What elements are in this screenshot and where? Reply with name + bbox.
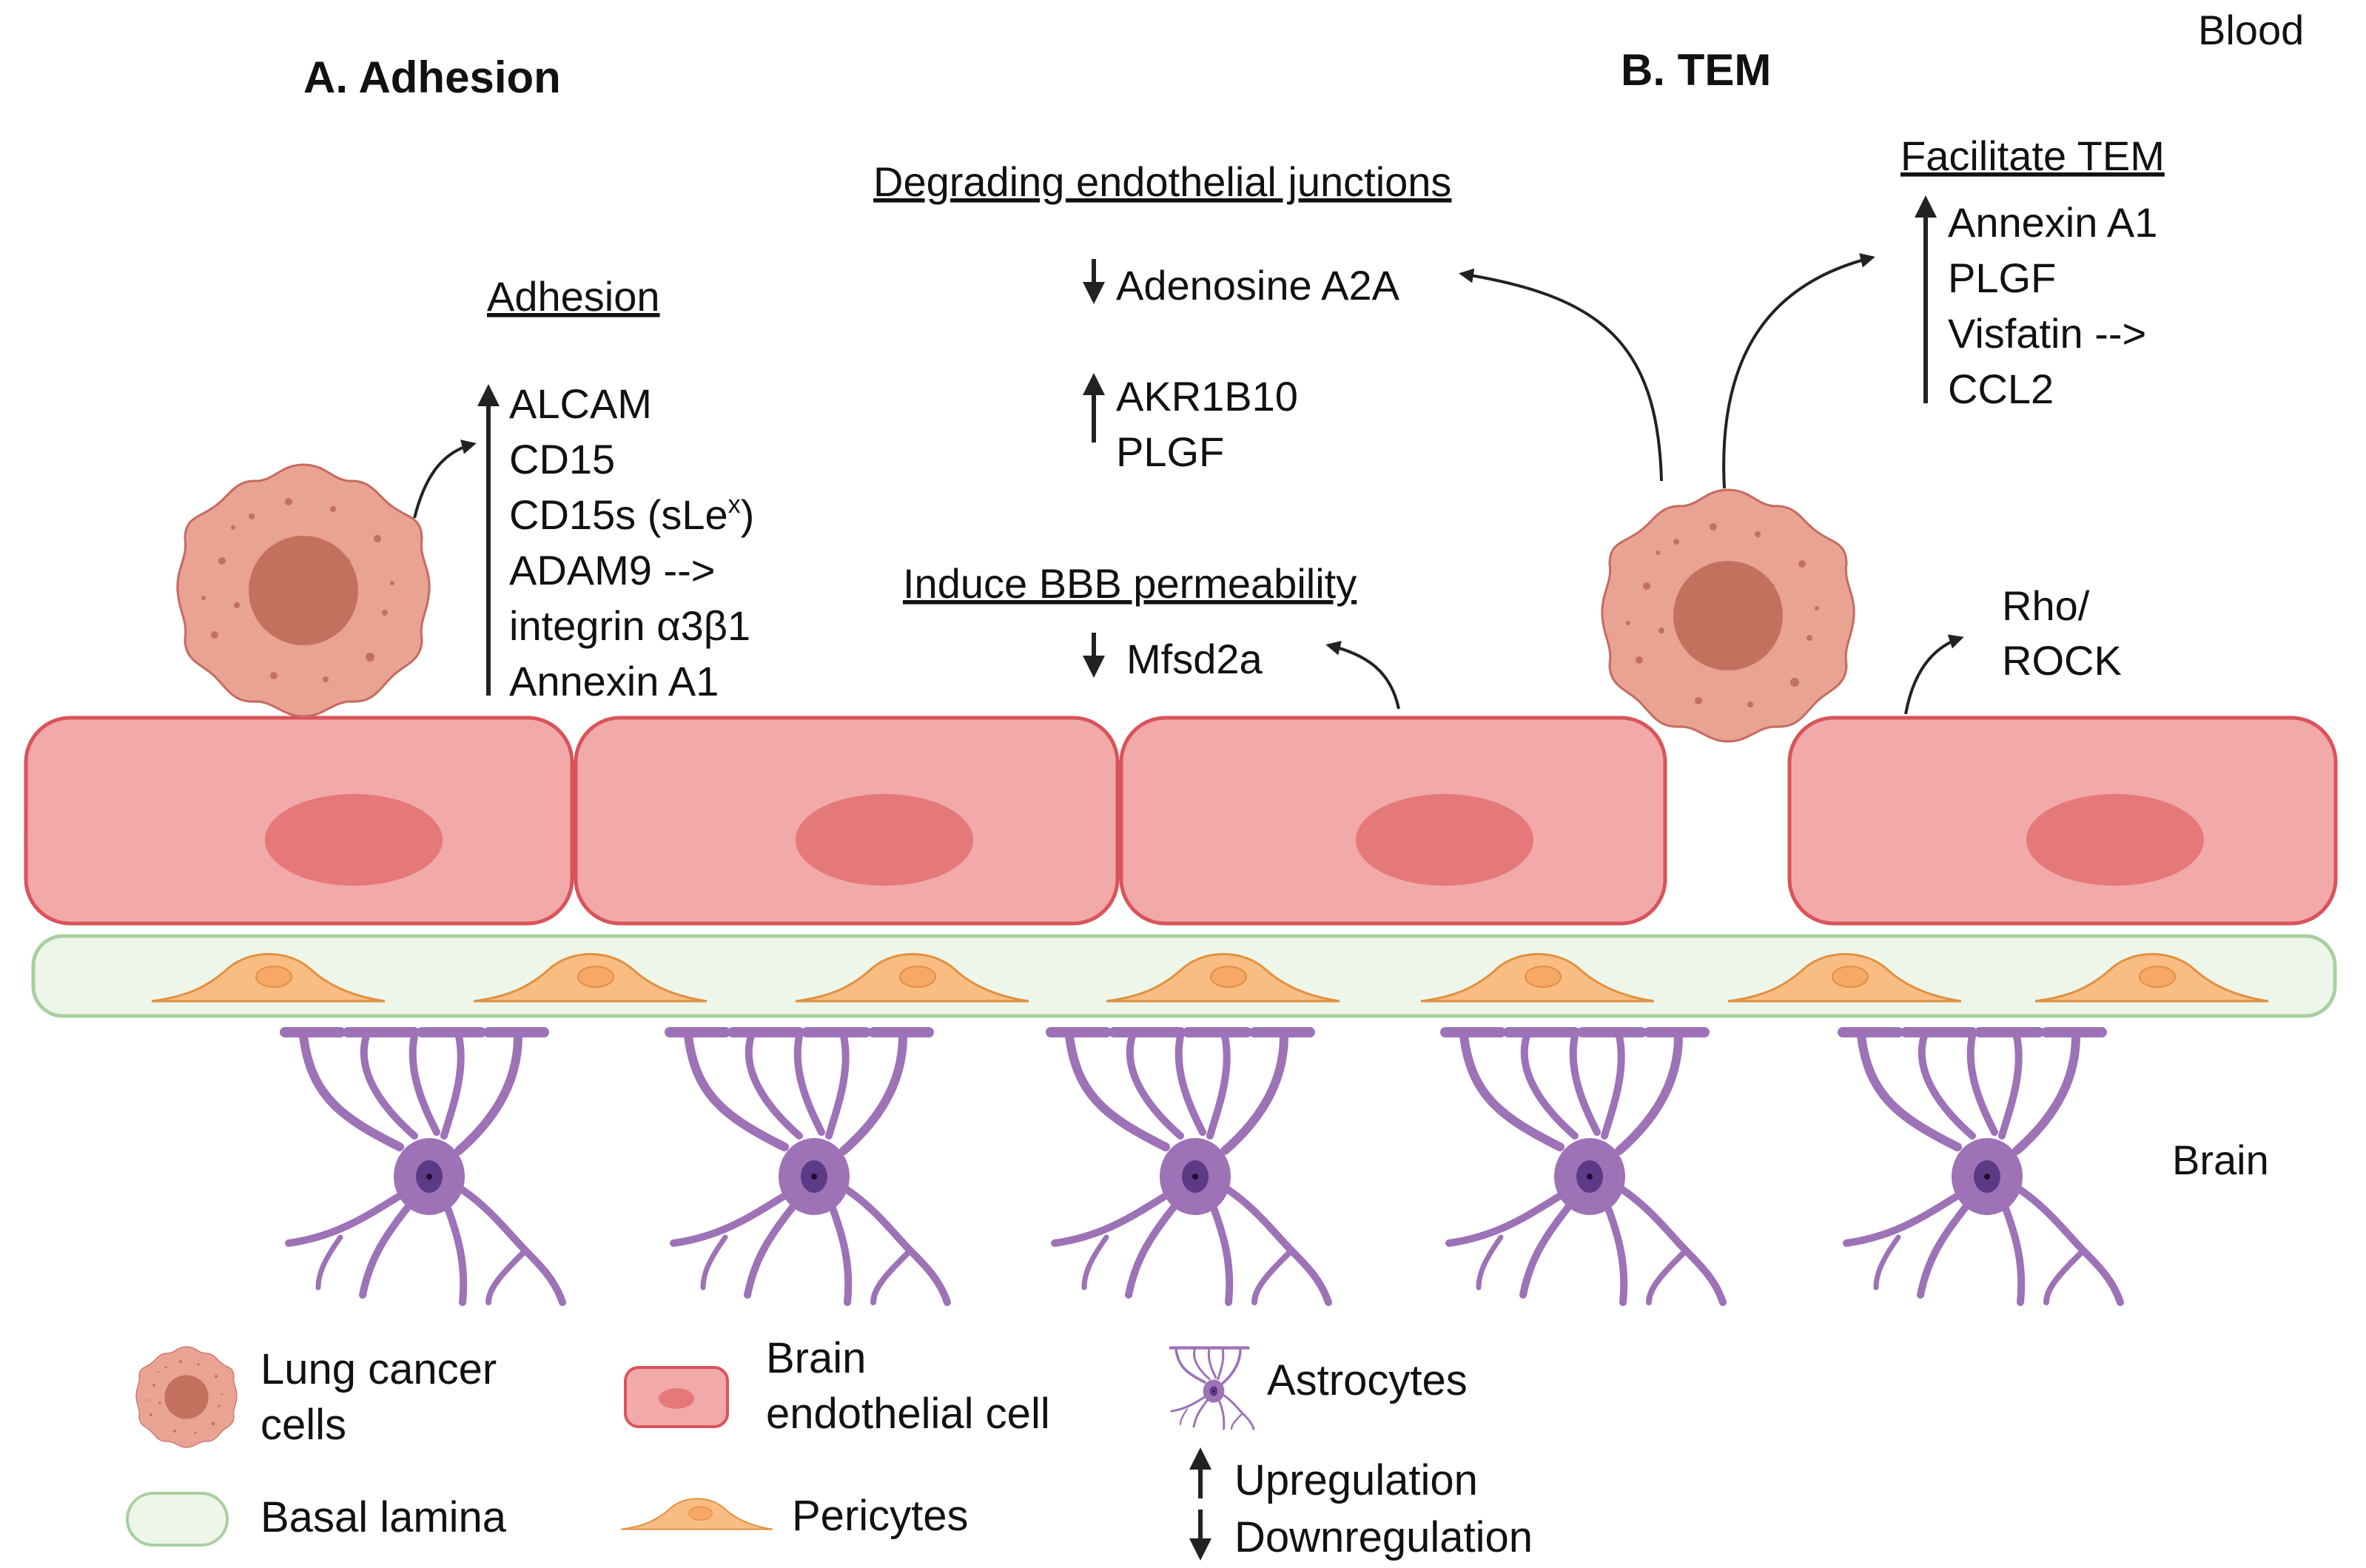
legend: Lung cancer cells Brain endothelial cell… — [126, 1334, 1533, 1561]
legend-lung-cancer-icon — [135, 1346, 238, 1448]
panel-b-title: B. TEM — [1621, 45, 1771, 95]
adenosine-label: Adenosine A2A — [1116, 262, 1400, 309]
endothelial-cell-4 — [1787, 716, 2338, 926]
lung-cancer-cell-tem — [1601, 488, 1855, 743]
endothelial-cell-2 — [574, 716, 1120, 926]
legend-endothelial-line1: Brain — [766, 1334, 866, 1382]
cd15s-closing: ) — [741, 491, 755, 538]
astrocyte — [1843, 1032, 2120, 1302]
adhesion-heading: Adhesion — [487, 273, 660, 320]
facilitate-heading: Facilitate TEM — [1900, 132, 2165, 179]
legend-endothelial-line2: endothelial cell — [766, 1390, 1050, 1438]
facilitate-item-ccl2: CCL2 — [1948, 366, 2054, 412]
facilitate-item-plgf: PLGF — [1948, 255, 2056, 301]
permeability-heading: Induce BBB permeability — [903, 560, 1357, 607]
legend-astrocyte-icon — [1171, 1348, 1254, 1430]
legend-pericytes-label: Pericytes — [792, 1492, 969, 1540]
legend-astrocytes-label: Astrocytes — [1267, 1356, 1468, 1404]
plgf-label-degrading: PLGF — [1116, 428, 1224, 475]
blood-label: Blood — [2198, 7, 2304, 53]
rho-curved-arrow — [1904, 634, 1964, 715]
adhesion-item-alcam: ALCAM — [509, 380, 652, 427]
legend-upregulation-label: Upregulation — [1234, 1456, 1478, 1504]
cd15s-text: CD15s (sLe — [509, 491, 728, 538]
legend-pericyte-icon — [620, 1498, 773, 1530]
akr1b10-label: AKR1B10 — [1116, 373, 1298, 420]
legend-basal-lamina-label: Basal lamina — [261, 1493, 507, 1541]
brain-label: Brain — [2172, 1137, 2269, 1183]
panel-a-title: A. Adhesion — [303, 53, 561, 102]
adhesion-item-cd15: CD15 — [509, 436, 615, 482]
legend-basal-lamina-icon — [126, 1492, 229, 1547]
mfsd2a-curved-arrow — [1325, 640, 1400, 710]
adhesion-curved-arrow — [413, 440, 477, 519]
astrocyte — [1051, 1032, 1328, 1302]
rock-label: ROCK — [2002, 637, 2122, 684]
astrocyte — [1445, 1032, 1723, 1302]
adhesion-item-annexin: Annexin A1 — [509, 658, 719, 704]
lung-cancer-cell-adhesion — [176, 463, 431, 718]
astrocyte — [285, 1032, 562, 1302]
facilitate-item-visfatin: Visfatin --> — [1948, 310, 2146, 357]
rho-label: Rho/ — [2002, 582, 2090, 629]
adhesion-item-integrin: integrin α3β1 — [509, 602, 750, 649]
legend-lung-cancer-line2: cells — [261, 1401, 346, 1449]
adhesion-item-adam9: ADAM9 --> — [509, 547, 716, 593]
cd15s-superscript: x — [728, 491, 741, 519]
adhesion-item-cd15s: CD15s (sLex) — [509, 491, 754, 538]
endothelial-cell-3 — [1119, 716, 1667, 926]
adenosine-curved-arrow — [1459, 268, 1663, 482]
facilitate-curved-arrow — [1722, 253, 1875, 489]
facilitate-item-annexin: Annexin A1 — [1948, 199, 2157, 246]
astrocyte — [670, 1032, 947, 1302]
legend-downregulation-label: Downregulation — [1234, 1513, 1533, 1561]
mfsd2a-label: Mfsd2a — [1126, 636, 1263, 682]
degrading-heading: Degrading endothelial junctions — [873, 158, 1451, 205]
endothelial-cell-1 — [24, 716, 574, 926]
legend-lung-cancer-line1: Lung cancer — [261, 1345, 497, 1393]
legend-endothelial-icon — [624, 1366, 729, 1428]
